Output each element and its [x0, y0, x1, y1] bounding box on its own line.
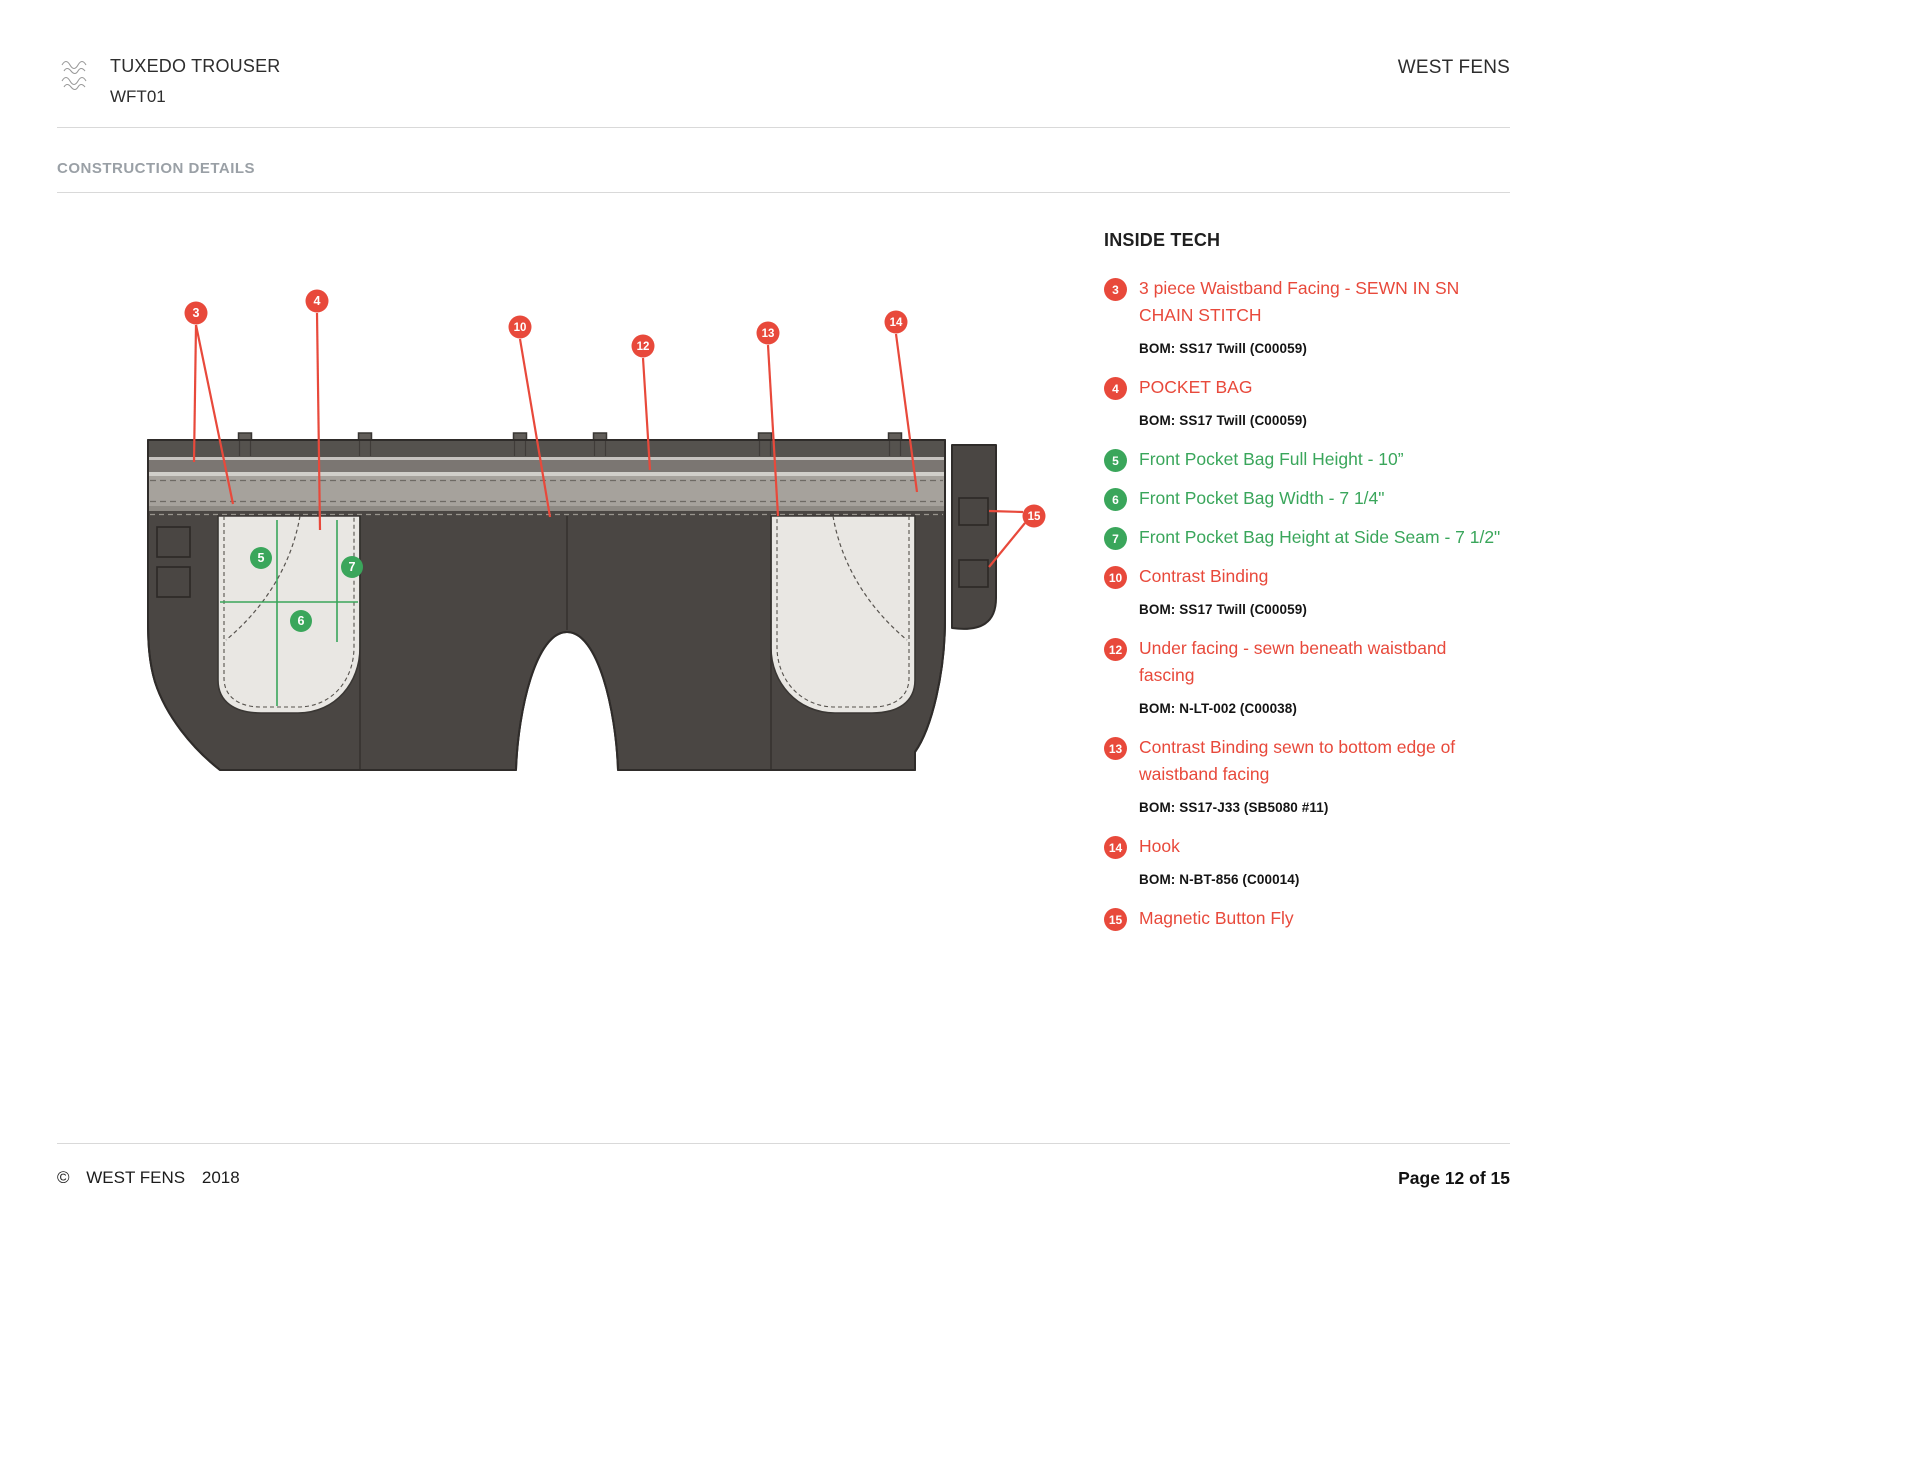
callout-line-14 — [894, 333, 919, 493]
magnetic-button-mark — [958, 559, 989, 588]
legend-label: Front Pocket Bag Height at Side Seam - 7… — [1139, 527, 1501, 547]
legend-number-badge: 13 — [1104, 737, 1127, 760]
callout-number-3: 3 — [193, 306, 200, 320]
doc-code: WFT01 — [110, 87, 166, 106]
section-divider — [57, 192, 1510, 193]
page-number: Page 12 of 15 — [1398, 1168, 1510, 1188]
pocket-opening-stitch — [225, 515, 301, 641]
trouser-flat-diagram: 3 4 5 6 7 10 12 13 14 15 — [147, 289, 1046, 771]
callout-number-15: 15 — [1028, 511, 1041, 523]
callout-circle-10 — [508, 315, 532, 339]
legend-bom: BOM: N-BT-856 (C00014) — [1139, 872, 1300, 887]
callout-circle-4 — [305, 289, 329, 313]
title-block: TUXEDO TROUSER WFT01 — [110, 56, 281, 107]
callout-circle-15 — [1022, 504, 1046, 528]
waistband — [148, 440, 945, 516]
callout-line-13 — [766, 344, 780, 517]
legend-bom: BOM: SS17 Twill (C00059) — [1139, 602, 1307, 617]
callout-number-6: 6 — [298, 614, 305, 628]
legend-items: 3 3 piece Waistband Facing - SEWN IN SN C… — [1104, 275, 1516, 932]
callout-line-15 — [988, 509, 1024, 514]
callout-line-15 — [988, 522, 1026, 568]
callout-line-3 — [194, 324, 235, 505]
footer-year: 2018 — [201, 1168, 240, 1187]
legend-item: 6 Front Pocket Bag Width - 7 1/4" — [1104, 485, 1516, 512]
pocket-measurement-lines — [220, 520, 358, 706]
legend-item: 14 Hook — [1104, 833, 1516, 860]
inside-tech-legend: INSIDE TECH 3 3 piece Waistband Facing - … — [1104, 230, 1516, 944]
callout-circle-3 — [184, 301, 208, 325]
fly-shield-panel — [951, 444, 997, 630]
callout-number-5: 5 — [258, 551, 265, 565]
legend-label: Under facing - sewn beneath waistband fa… — [1139, 638, 1447, 685]
callout-circle-13 — [756, 321, 780, 345]
legend-label: Hook — [1139, 836, 1180, 856]
legend-bom: BOM: SS17 Twill (C00059) — [1139, 341, 1307, 356]
brand-logo-icon — [58, 55, 92, 100]
footer-divider — [57, 1143, 1510, 1144]
callout-line-3 — [192, 324, 198, 463]
legend-item: 12 Under facing - sewn beneath waistband … — [1104, 635, 1516, 689]
legend-title: INSIDE TECH — [1104, 230, 1221, 250]
footer-copyright: © WEST FENS 2018 — [57, 1168, 252, 1188]
callout-circle-12 — [631, 334, 655, 358]
callout-leader-lines — [192, 312, 1026, 568]
belt-loop-stitches — [238, 441, 902, 456]
left-pocket-bag — [217, 515, 361, 714]
legend-item: 3 3 piece Waistband Facing - SEWN IN SN C… — [1104, 275, 1516, 329]
header-divider — [57, 127, 1510, 128]
legend-item: 5 Front Pocket Bag Full Height - 10” — [1104, 446, 1516, 473]
magnetic-button-mark — [958, 497, 989, 526]
doc-title: TUXEDO TROUSER — [110, 56, 281, 76]
legend-number-badge: 3 — [1104, 278, 1127, 301]
callout-number-4: 4 — [314, 294, 321, 308]
callout-line-12 — [641, 357, 652, 471]
right-pocket-bag — [770, 515, 916, 714]
legend-item: 15 Magnetic Button Fly — [1104, 905, 1516, 932]
callout-line-4 — [315, 312, 322, 531]
legend-number-badge: 6 — [1104, 488, 1127, 511]
legend-number-badge: 14 — [1104, 836, 1127, 859]
legend-bom: BOM: SS17 Twill (C00059) — [1139, 413, 1307, 428]
seam-lines — [359, 516, 772, 769]
footer-brand: WEST FENS — [86, 1168, 186, 1187]
callout-markers: 3 4 5 6 7 10 12 13 14 15 — [184, 289, 1046, 632]
legend-number-badge: 7 — [1104, 527, 1127, 550]
legend-bom: BOM: N-LT-002 (C00038) — [1139, 701, 1297, 716]
legend-label: Magnetic Button Fly — [1139, 908, 1294, 928]
legend-label: Front Pocket Bag Full Height - 10” — [1139, 449, 1404, 469]
copyright-symbol: © — [57, 1168, 70, 1187]
legend-item: 4 POCKET BAG — [1104, 374, 1516, 401]
legend-item: 7 Front Pocket Bag Height at Side Seam - … — [1104, 524, 1516, 551]
legend-number-badge: 10 — [1104, 566, 1127, 589]
legend-number-badge: 15 — [1104, 908, 1127, 931]
callout-circle-14 — [884, 310, 908, 334]
legend-label: 3 piece Waistband Facing - SEWN IN SN CH… — [1139, 278, 1460, 325]
callout-circle-5 — [250, 547, 272, 569]
callout-number-10: 10 — [514, 322, 527, 334]
legend-label: Front Pocket Bag Width - 7 1/4" — [1139, 488, 1385, 508]
legend-label: Contrast Binding sewn to bottom edge of … — [1139, 737, 1456, 784]
callout-circle-6 — [290, 610, 312, 632]
callout-number-12: 12 — [637, 341, 650, 353]
callout-circle-7 — [341, 556, 363, 578]
side-button-mark — [156, 566, 191, 598]
side-button-mark — [156, 526, 191, 558]
legend-label: POCKET BAG — [1139, 377, 1253, 397]
trouser-body-outline — [147, 439, 946, 771]
legend-number-badge: 12 — [1104, 638, 1127, 661]
legend-number-badge: 5 — [1104, 449, 1127, 472]
callout-number-13: 13 — [762, 328, 775, 340]
legend-number-badge: 4 — [1104, 377, 1127, 400]
brand-name: WEST FENS — [1397, 57, 1510, 78]
callout-number-7: 7 — [349, 560, 356, 574]
legend-bom: BOM: SS17-J33 (SB5080 #11) — [1139, 800, 1329, 815]
callout-line-10 — [518, 338, 552, 518]
legend-label: Contrast Binding — [1139, 566, 1269, 586]
section-title: CONSTRUCTION DETAILS — [57, 160, 256, 177]
callout-number-14: 14 — [890, 317, 903, 329]
legend-item: 13 Contrast Binding sewn to bottom edge o… — [1104, 734, 1516, 788]
legend-item: 10 Contrast Binding — [1104, 563, 1516, 590]
pocket-opening-stitch — [832, 515, 908, 641]
